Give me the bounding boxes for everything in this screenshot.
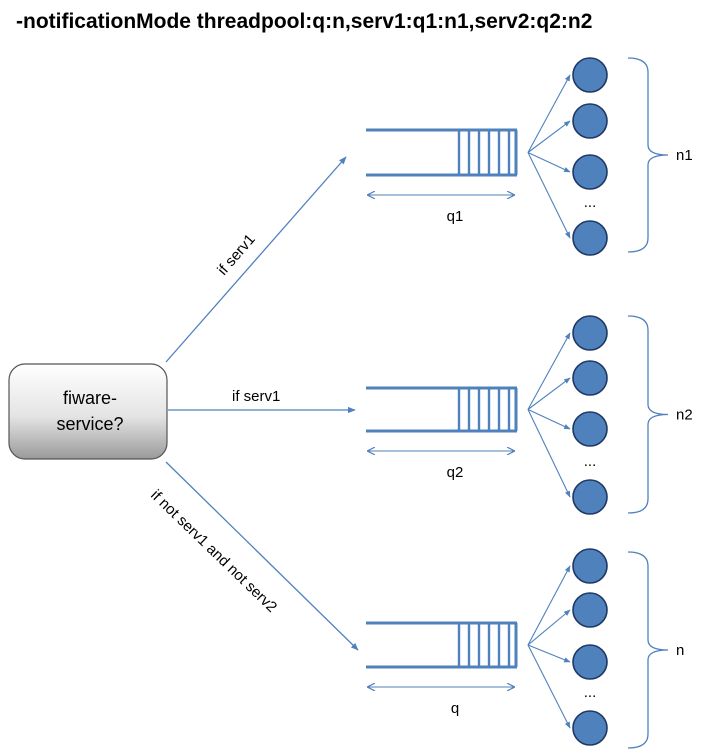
worker-arrow — [527, 377, 571, 410]
worker-arrow — [527, 644, 571, 729]
worker-arrow — [527, 152, 571, 239]
worker-thread-circle — [572, 57, 608, 93]
decision-box-line1: fiware- — [63, 388, 117, 408]
branch-label-bottom: if not serv1 and not serv2 — [147, 487, 280, 616]
worker-arrow — [527, 152, 571, 173]
decision-box-line2: service? — [56, 414, 123, 434]
queue-size-label: q — [451, 700, 459, 717]
diagram-title: -notificationMode threadpool:q:n,serv1:q… — [16, 10, 593, 33]
worker-arrow — [527, 644, 571, 663]
worker-arrow — [527, 74, 571, 153]
worker-thread-circle — [572, 220, 608, 256]
decision-box: fiware- service? — [8, 363, 168, 460]
branch-arrow-serv1-top — [165, 156, 347, 363]
workers-ellipsis: ... — [584, 453, 597, 470]
worker-thread-circle — [572, 103, 608, 139]
worker-thread-circle — [572, 644, 608, 680]
queue-group-1: q1... n1 — [366, 57, 693, 256]
branch-label-top: if serv1 — [214, 231, 259, 279]
branch-arrow-default — [165, 461, 359, 651]
worker-pool-brace — [627, 57, 669, 253]
queue-size-label: q1 — [447, 208, 464, 225]
worker-thread-circle — [572, 154, 608, 190]
worker-thread-circle — [572, 548, 608, 584]
worker-arrow — [527, 609, 571, 646]
worker-arrow — [527, 120, 571, 153]
worker-pool-brace — [627, 315, 669, 514]
worker-thread-circle — [572, 710, 608, 746]
worker-thread-circle — [572, 592, 608, 628]
worker-count-label: n2 — [676, 407, 693, 424]
worker-arrow — [527, 409, 571, 430]
worker-arrow — [527, 332, 571, 410]
worker-thread-circle — [572, 315, 608, 351]
worker-pool-brace — [627, 551, 669, 749]
workers-ellipsis: ... — [584, 194, 597, 211]
branch-label-middle: if serv1 — [232, 388, 280, 405]
worker-thread-circle — [572, 360, 608, 396]
worker-arrow — [527, 565, 571, 646]
queue-size-label: q2 — [447, 464, 464, 481]
worker-thread-circle — [572, 411, 608, 447]
worker-arrow — [527, 409, 571, 498]
queue-group-3: q... n — [366, 548, 684, 749]
worker-count-label: n1 — [676, 147, 693, 164]
worker-count-label: n — [676, 642, 684, 659]
queue-group-2: q2... n2 — [366, 315, 693, 515]
worker-thread-circle — [572, 479, 608, 515]
workers-ellipsis: ... — [584, 684, 597, 701]
